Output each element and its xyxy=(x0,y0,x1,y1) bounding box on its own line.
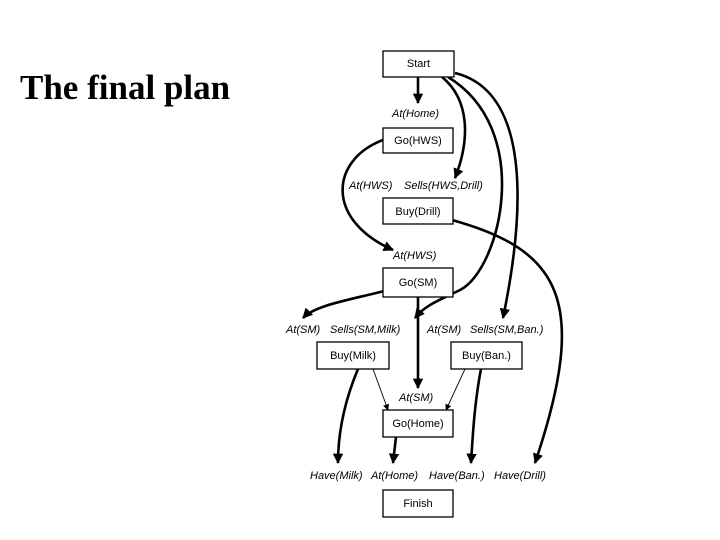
condition-labels: At(Home) At(HWS) Sells(HWS,Drill) At(HWS… xyxy=(285,108,546,482)
cond-have-drill: Have(Drill) xyxy=(494,470,546,482)
cond-at-sm-2: At(SM) xyxy=(426,324,462,336)
node-buy-milk: Buy(Milk) xyxy=(316,341,390,370)
node-go-hws: Go(HWS) xyxy=(382,127,454,154)
cond-at-hws-1: At(HWS) xyxy=(348,180,393,192)
ordering-links xyxy=(372,368,466,411)
go-home-label: Go(Home) xyxy=(392,418,443,430)
cond-at-hws-2: At(HWS) xyxy=(392,250,437,262)
go-sm-label: Go(SM) xyxy=(399,277,438,289)
link-buy-drill-have-drill xyxy=(451,218,564,464)
link-go-hws-at-hws xyxy=(341,138,394,252)
finish-box xyxy=(382,489,454,518)
order-buy-milk-go-home xyxy=(372,368,390,411)
go-hws-box xyxy=(382,127,454,154)
cond-sells-sm-ban: Sells(SM,Ban.) xyxy=(470,324,544,336)
node-go-sm: Go(SM) xyxy=(382,267,454,298)
link-start-sells-hws-drill xyxy=(441,75,467,179)
buy-drill-label: Buy(Drill) xyxy=(395,206,440,218)
buy-ban-box xyxy=(450,341,523,370)
link-go-sm-at-sm-1 xyxy=(302,288,389,319)
buy-milk-box xyxy=(316,341,390,370)
cond-at-home-2: At(Home) xyxy=(370,470,418,482)
start-box xyxy=(382,50,455,78)
node-finish: Finish xyxy=(382,489,454,518)
go-home-box xyxy=(382,409,454,438)
buy-milk-label: Buy(Milk) xyxy=(330,350,376,362)
cond-at-home-1: At(Home) xyxy=(391,108,439,120)
node-start: Start xyxy=(382,50,455,78)
cond-have-ban: Have(Ban.) xyxy=(429,470,485,482)
go-hws-label: Go(HWS) xyxy=(394,135,442,147)
link-buy-milk-have-milk xyxy=(332,368,360,465)
cond-have-milk: Have(Milk) xyxy=(310,470,363,482)
node-buy-drill: Buy(Drill) xyxy=(382,197,454,225)
node-go-home: Go(Home) xyxy=(382,409,454,438)
cond-sells-sm-milk: Sells(SM,Milk) xyxy=(330,324,401,336)
finish-label: Finish xyxy=(403,498,432,510)
link-go-home-at-home-2 xyxy=(388,436,400,465)
cond-at-sm-1: At(SM) xyxy=(285,324,321,336)
cond-at-sm-3: At(SM) xyxy=(398,392,434,404)
buy-drill-box xyxy=(382,197,454,225)
causal-links xyxy=(302,71,564,465)
cond-sells-hws-drill: Sells(HWS,Drill) xyxy=(404,180,483,192)
slide-title: The final plan xyxy=(20,68,231,107)
node-buy-ban: Buy(Ban.) xyxy=(450,341,523,370)
start-label: Start xyxy=(407,58,430,70)
link-buy-ban-have-ban xyxy=(466,368,483,465)
link-start-sells-sm-milk xyxy=(413,75,504,319)
buy-ban-label: Buy(Ban.) xyxy=(462,350,511,362)
link-start-sells-sm-ban xyxy=(454,71,519,320)
order-buy-ban-go-home xyxy=(445,368,466,411)
go-sm-box xyxy=(382,267,454,298)
